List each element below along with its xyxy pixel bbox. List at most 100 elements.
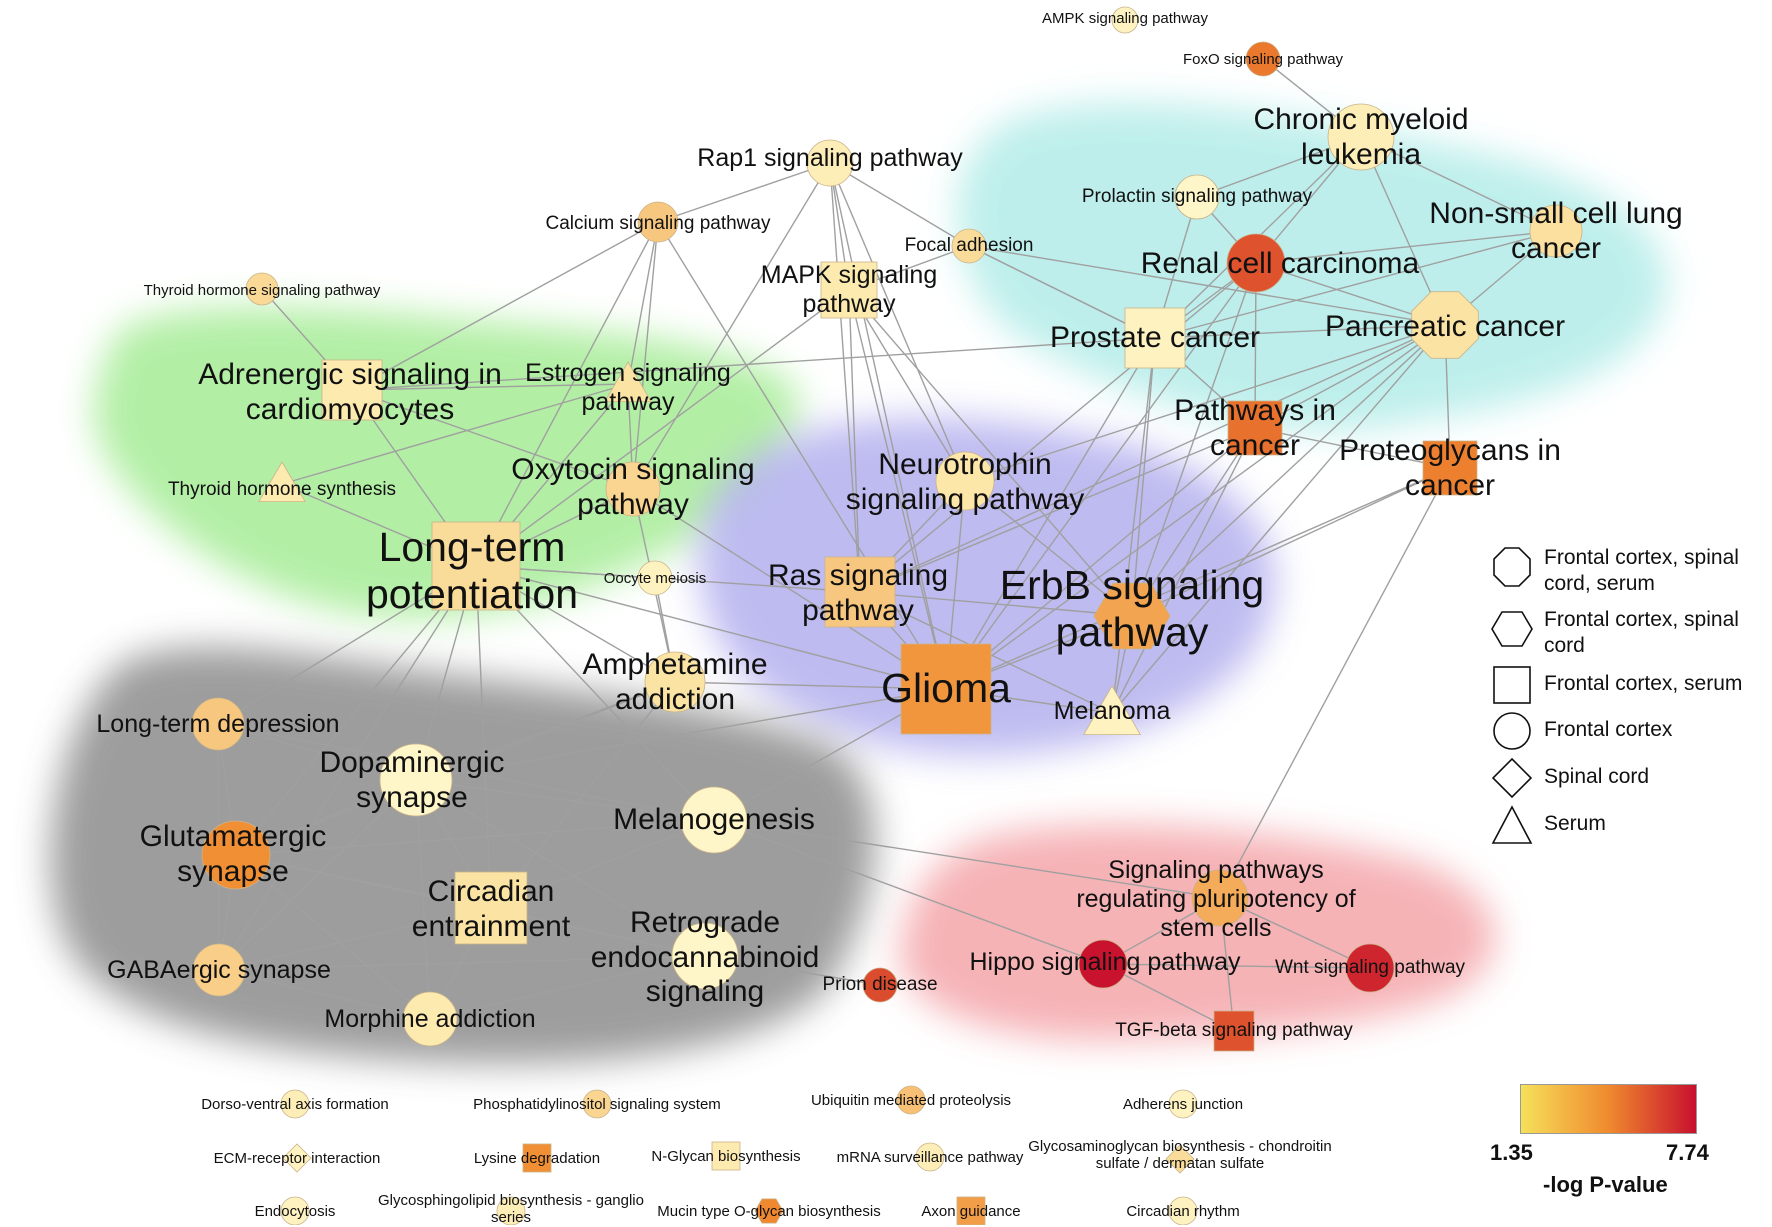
node-label-lysine: Lysine degradation: [473, 1150, 601, 1167]
edge-proteoglycans-sigpluri: [1219, 467, 1451, 899]
edge-calcium-estrogen: [627, 221, 659, 385]
cluster-glioma: [698, 417, 1276, 756]
node-focal-circle[interactable]: [951, 228, 987, 264]
node-dopaminergic-circle[interactable]: [379, 743, 453, 817]
node-ampk-circle[interactable]: [1111, 6, 1139, 34]
node-phosph-circle[interactable]: [582, 1089, 612, 1119]
node-label-thyroidsyn: Thyroid hormone synthesis: [167, 479, 397, 500]
edge-melanogenesis-hippo: [713, 819, 1104, 965]
node-calcium-circle[interactable]: [637, 201, 679, 243]
node-label-ubiq: Ubiquitin mediated proteolysis: [810, 1092, 1012, 1109]
edge-pathcancer-melanoma: [1111, 427, 1256, 714]
node-thyroidsig-circle[interactable]: [245, 272, 279, 306]
legend-item-circle: Frontal cortex: [1490, 709, 1772, 753]
node-circadian-square[interactable]: [454, 871, 528, 945]
node-proteoglycans-square[interactable]: [1422, 440, 1478, 496]
node-dorso-circle[interactable]: [280, 1089, 310, 1119]
node-label-melanogenesis: Melanogenesis: [613, 803, 815, 836]
node-oocyte-circle[interactable]: [637, 560, 673, 596]
node-neurotrophin-circle[interactable]: [935, 451, 995, 511]
edge-hippo-tgfb: [1102, 963, 1235, 1032]
node-ubiq-circle[interactable]: [896, 1085, 926, 1115]
edge-pancreatic-pathcancer: [1254, 324, 1446, 429]
node-lysine-square[interactable]: [522, 1143, 552, 1173]
node-cml-circle[interactable]: [1327, 103, 1395, 171]
node-pancreatic-octagon[interactable]: [1411, 291, 1479, 359]
edge-renal-glioma: [945, 262, 1257, 690]
edge-proteoglycans-erbb: [1131, 467, 1451, 617]
node-renal-circle[interactable]: [1226, 233, 1286, 293]
node-foxo-circle[interactable]: [1245, 41, 1281, 77]
node-glutamatergic-circle[interactable]: [201, 820, 271, 890]
color-scale-min: 1.35: [1490, 1140, 1533, 1165]
node-erbb-hexagon[interactable]: [1093, 582, 1171, 650]
node-axon-square[interactable]: [956, 1196, 986, 1225]
node-label-cml: Chronic myeloid leukemia: [1253, 103, 1469, 171]
node-label-focal: Focal adhesion: [904, 235, 1034, 256]
node-thyroidsyn-triangle[interactable]: [258, 461, 306, 503]
edge-pancreatic-glioma: [945, 324, 1446, 690]
node-sigpluri-circle[interactable]: [1191, 869, 1249, 927]
edge-prostate-adrenergic: [351, 337, 1156, 391]
node-label-foxo: FoxO signaling pathway: [1182, 51, 1344, 68]
edge-prostate-melanoma: [1111, 337, 1156, 714]
node-ltd-circle[interactable]: [191, 697, 245, 751]
triangle-icon: [1491, 805, 1533, 844]
node-label-ampk: AMPK signaling pathway: [1042, 10, 1208, 27]
node-ecm-diamond[interactable]: [282, 1143, 312, 1173]
edge-ltp-gabaergic: [218, 565, 477, 971]
node-ltp-square[interactable]: [431, 521, 521, 611]
color-scale-bar: [1520, 1084, 1697, 1134]
node-wnt-circle[interactable]: [1345, 943, 1395, 993]
edge-ltd-melanogenesis: [217, 723, 715, 821]
node-retrograde-circle[interactable]: [671, 922, 739, 990]
node-amphetamine-circle[interactable]: [644, 651, 706, 713]
node-hippo-circle[interactable]: [1078, 939, 1128, 989]
node-glycosph-circle[interactable]: [496, 1196, 526, 1225]
node-ras-square[interactable]: [824, 556, 896, 628]
edge-calcium-ltp: [475, 221, 659, 567]
node-prostate-square[interactable]: [1124, 307, 1186, 369]
node-label-mrna: mRNA surveillance pathway: [836, 1149, 1024, 1166]
node-mucin-hexagon[interactable]: [754, 1198, 784, 1224]
node-gabaergic-circle[interactable]: [192, 943, 246, 997]
node-glioma-square[interactable]: [900, 643, 992, 735]
node-morphine-circle[interactable]: [402, 991, 458, 1047]
node-mrna-circle[interactable]: [915, 1142, 945, 1172]
node-endocytosis-circle[interactable]: [280, 1196, 310, 1225]
node-melanoma-triangle[interactable]: [1083, 685, 1141, 735]
node-pathcancer-square[interactable]: [1227, 400, 1283, 456]
edge-pancreatic-neurotrophin: [964, 324, 1446, 482]
legend-label: Serum: [1544, 812, 1606, 835]
node-rap1-circle[interactable]: [806, 139, 854, 187]
node-tgfb-square[interactable]: [1213, 1010, 1255, 1052]
edge-glutamatergic-morphine: [235, 854, 431, 1020]
node-adherens-circle[interactable]: [1168, 1089, 1198, 1119]
legend-label: Frontal cortex, serum: [1544, 672, 1743, 695]
node-label-pancreatic: Pancreatic cancer: [1324, 310, 1566, 343]
node-mapk-square[interactable]: [820, 261, 878, 319]
node-prion-circle[interactable]: [862, 967, 898, 1003]
node-circrhythm-circle[interactable]: [1168, 1196, 1198, 1225]
legend-label: Frontal cortex, spinal cord, serum: [1544, 546, 1739, 596]
node-label-erbb: ErbB signaling pathway: [999, 562, 1265, 656]
edge-melanogenesis-circadian: [490, 819, 715, 909]
node-oxytocin-circle[interactable]: [605, 461, 661, 517]
node-nglycan-square[interactable]: [711, 1141, 741, 1171]
node-label-prolactin: Prolactin signaling pathway: [1081, 186, 1313, 207]
edge-pancreatic-prostate: [1154, 324, 1446, 339]
legend-label: Frontal cortex, spinal cord: [1544, 608, 1739, 658]
node-estrogen-triangle[interactable]: [604, 361, 652, 403]
node-adrenergic-square[interactable]: [321, 359, 383, 421]
node-melanogenesis-circle[interactable]: [680, 786, 748, 854]
node-label-prostate: Prostate cancer: [1049, 321, 1261, 354]
node-label-thyroidsig: Thyroid hormone signaling pathway: [143, 282, 381, 299]
legend-item-octagon: Frontal cortex, spinal cord, serum: [1490, 545, 1772, 598]
node-prolactin-circle[interactable]: [1174, 174, 1220, 220]
node-label-amphetamine: Amphetamine addiction: [582, 648, 768, 716]
edge-ltp-glioma: [475, 565, 947, 690]
node-nsclc-circle[interactable]: [1529, 204, 1583, 258]
node-glycosam-diamond[interactable]: [1165, 1144, 1195, 1174]
edge-pancreatic-ras: [859, 324, 1446, 593]
